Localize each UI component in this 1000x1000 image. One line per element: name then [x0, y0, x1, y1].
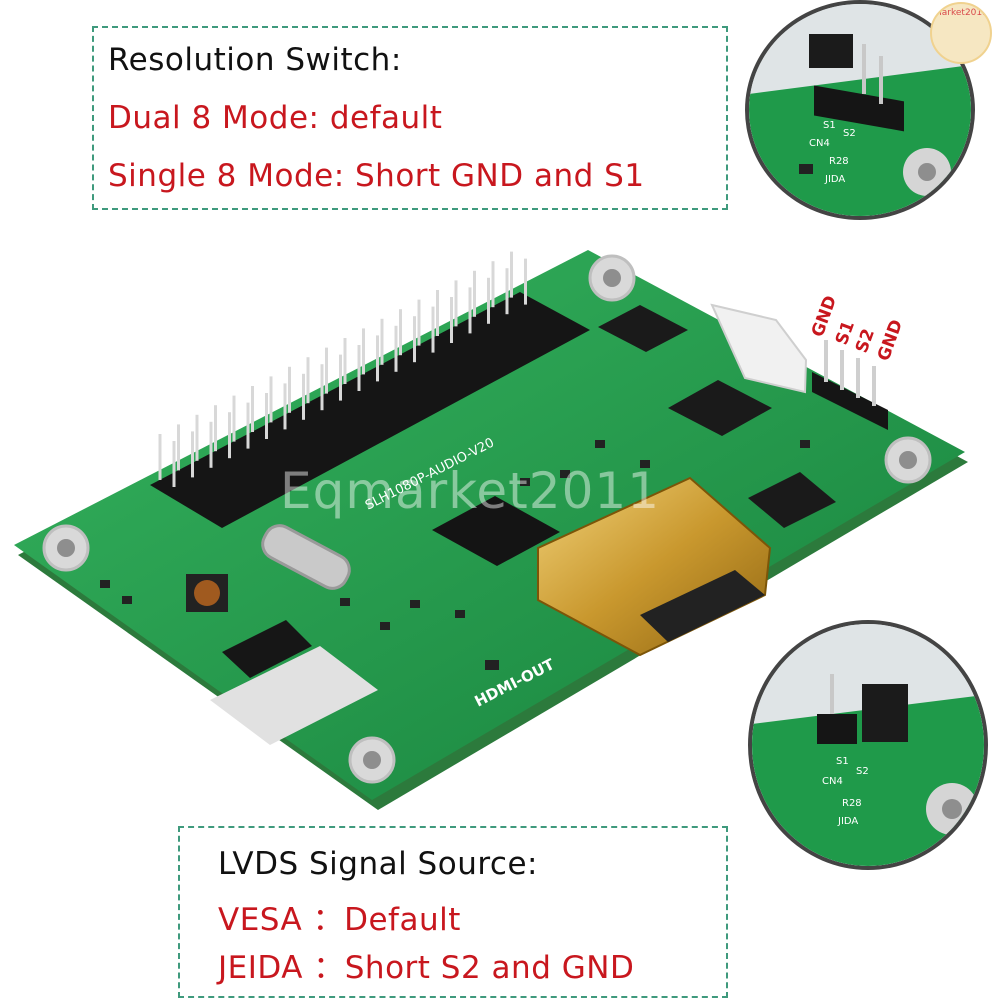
svg-text:R28: R28 — [829, 156, 849, 167]
svg-text:JIDA: JIDA — [837, 816, 858, 827]
svg-text:R28: R28 — [842, 798, 862, 809]
svg-text:S2: S2 — [856, 766, 869, 777]
main-chip — [432, 496, 560, 566]
lvds-signal-source-callout: LVDS Signal Source: VESA ：Default JEIDA … — [178, 826, 728, 998]
svg-text:CN4: CN4 — [822, 776, 843, 787]
resolution-switch-heading: Resolution Switch: — [108, 42, 402, 78]
svg-text:S1: S1 — [823, 120, 836, 131]
svg-text:S1: S1 — [836, 756, 849, 767]
svg-text:JIDA: JIDA — [824, 174, 845, 185]
dual-8-mode-text: Dual 8 Mode: default — [108, 100, 443, 136]
store-logo: Market2011 — [930, 2, 992, 64]
single-8-mode-text: Single 8 Mode: Short GND and S1 — [108, 158, 645, 194]
logo-text: Market2011 — [934, 8, 988, 18]
svg-text:CN4: CN4 — [809, 138, 830, 149]
vesa-default-text: VESA ：Default — [218, 902, 461, 938]
jeida-short-text: JEIDA ：Short S2 and GND — [218, 950, 635, 986]
resolution-switch-callout: Resolution Switch: Dual 8 Mode: default … — [92, 26, 728, 210]
lvds-signal-source-heading: LVDS Signal Source: — [218, 846, 538, 882]
pin-label-gnd2: GND — [874, 317, 907, 364]
watermark-text: Eqmarket2011 — [280, 462, 661, 520]
svg-text:S2: S2 — [843, 128, 856, 139]
